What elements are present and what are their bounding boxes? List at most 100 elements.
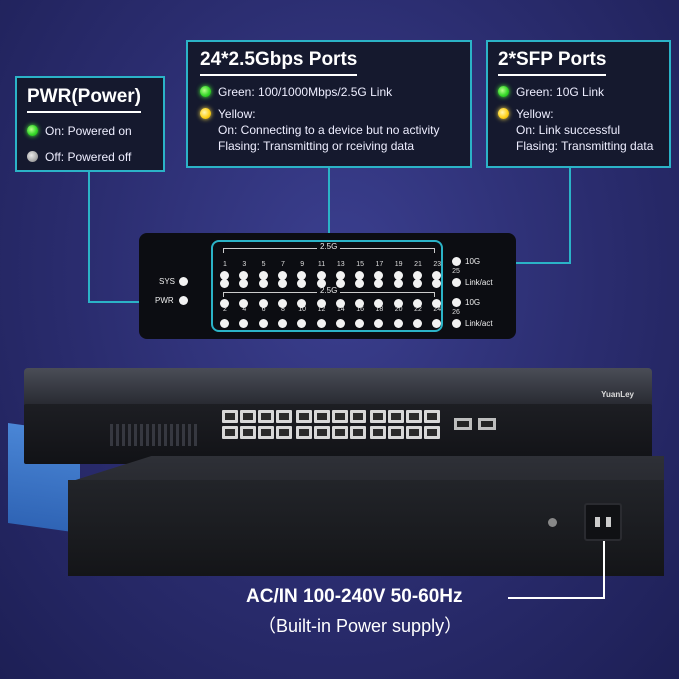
rj45-port [296, 410, 312, 423]
yellow-led-icon [200, 108, 211, 119]
port-number: 1 [223, 261, 227, 268]
port-led [335, 271, 345, 280]
port-number: 12 [317, 306, 326, 313]
port-number: 17 [375, 261, 384, 268]
yellow-led-icon [498, 108, 509, 119]
rj45-port [424, 426, 440, 439]
rj45-port [222, 426, 238, 439]
sfp-port [478, 418, 496, 430]
rj45-port [332, 410, 348, 423]
port-number: 2 [223, 306, 227, 313]
front-led-strip [110, 424, 198, 446]
sfp-yellow-label: Yellow: [516, 107, 554, 121]
port-number: 5 [261, 261, 266, 268]
port-led [239, 319, 249, 328]
port-led [374, 271, 384, 280]
port-led [413, 319, 422, 328]
port-led [258, 319, 268, 328]
power-socket-icon [584, 503, 622, 541]
sfp-speed-label: 10G [465, 298, 481, 307]
port-led [393, 271, 403, 280]
rj45-port [240, 410, 256, 423]
sfp-speed-label: 10G [465, 257, 481, 266]
port-number: 4 [242, 306, 247, 313]
port-led [220, 279, 229, 288]
port-led [277, 279, 287, 288]
group-label-top: 2.5G [317, 242, 341, 251]
power-note: （Built-in Power supply） [258, 616, 463, 636]
ports-callout: 24*2.5Gbps Ports Green: 100/1000Mbps/2.5… [186, 40, 472, 168]
port-number: 3 [242, 261, 247, 268]
port-number: 24 [433, 306, 442, 313]
rj45-port [258, 410, 274, 423]
port-number: 22 [414, 306, 422, 313]
port-led [393, 279, 403, 288]
rj45-port [240, 426, 256, 439]
power-connector-line [508, 597, 605, 599]
port-led [413, 279, 422, 288]
pwr-callout-title: PWR(Power) [27, 86, 141, 113]
port-number: 20 [394, 306, 403, 313]
rj45-port [276, 410, 292, 423]
rj45-port [350, 410, 366, 423]
pwr-led [179, 296, 188, 305]
sfp-link-label: Link/act [465, 278, 493, 287]
rj45-port [388, 426, 404, 439]
port-led [277, 299, 287, 308]
rj45-port [258, 426, 274, 439]
port-number: 7 [280, 261, 285, 268]
power-spec: AC/IN 100-240V 50-60Hz [246, 586, 463, 607]
sfp26-number: 26 [452, 309, 460, 316]
ports-yellow-on-text: On: Connecting to a device but no activi… [218, 123, 440, 137]
rj45-port [314, 426, 330, 439]
port-led [220, 299, 229, 308]
brand-logo: YuanLey [601, 390, 634, 399]
port-led [297, 299, 307, 308]
port-number: 21 [414, 261, 422, 268]
sfp-callout: 2*SFP Ports Green: 10G Link Yellow: On: … [486, 40, 671, 168]
port-led [258, 271, 268, 280]
rj45-port [296, 426, 312, 439]
port-led [277, 319, 287, 328]
port-led [432, 319, 442, 328]
port-led [374, 319, 384, 328]
port-led [432, 299, 442, 308]
sfp26-speed-led [452, 298, 461, 307]
pwr-off-row: Off: Powered off [27, 149, 153, 165]
green-led-icon [27, 125, 38, 136]
sfp-green-text: Green: 10G Link [516, 85, 605, 99]
screw-icon [548, 518, 557, 527]
pwr-connector-line [88, 301, 150, 303]
ports-green-text: Green: 100/1000Mbps/2.5G Link [218, 85, 393, 99]
port-led [316, 299, 326, 308]
port-led [297, 319, 307, 328]
port-led [393, 299, 403, 308]
pwr-callout: PWR(Power) On: Powered on Off: Powered o… [15, 76, 165, 172]
rj45-port [370, 410, 386, 423]
led-panel: SYS PWR 2.5G 2.5G 10G 25 Link/act 10G 26… [139, 233, 516, 339]
rj45-port [406, 426, 422, 439]
rj45-port [388, 410, 404, 423]
ports-led-highlight [211, 240, 443, 332]
sfp-connector-line [494, 262, 570, 264]
ports-connector-line [328, 168, 330, 240]
rj45-port [222, 410, 238, 423]
port-number: 10 [298, 306, 307, 313]
ports-yellow-row: Yellow: [200, 106, 458, 122]
sfp25-number: 25 [452, 268, 460, 275]
port-led [355, 271, 365, 280]
port-led [258, 279, 268, 288]
sfp-yellow-row: Yellow: [498, 106, 659, 122]
port-led [374, 279, 384, 288]
ports-callout-title: 24*2.5Gbps Ports [200, 49, 358, 76]
sfp26-link-led [452, 319, 461, 328]
port-led [413, 299, 422, 308]
gray-led-icon [27, 151, 38, 162]
ports-yellow-label: Yellow: [218, 107, 256, 121]
rj45-port [370, 426, 386, 439]
port-led [239, 279, 249, 288]
port-led [239, 271, 249, 280]
ports-yellow-on: On: Connecting to a device but no activi… [200, 122, 458, 138]
port-led [316, 319, 326, 328]
rj45-port [424, 410, 440, 423]
